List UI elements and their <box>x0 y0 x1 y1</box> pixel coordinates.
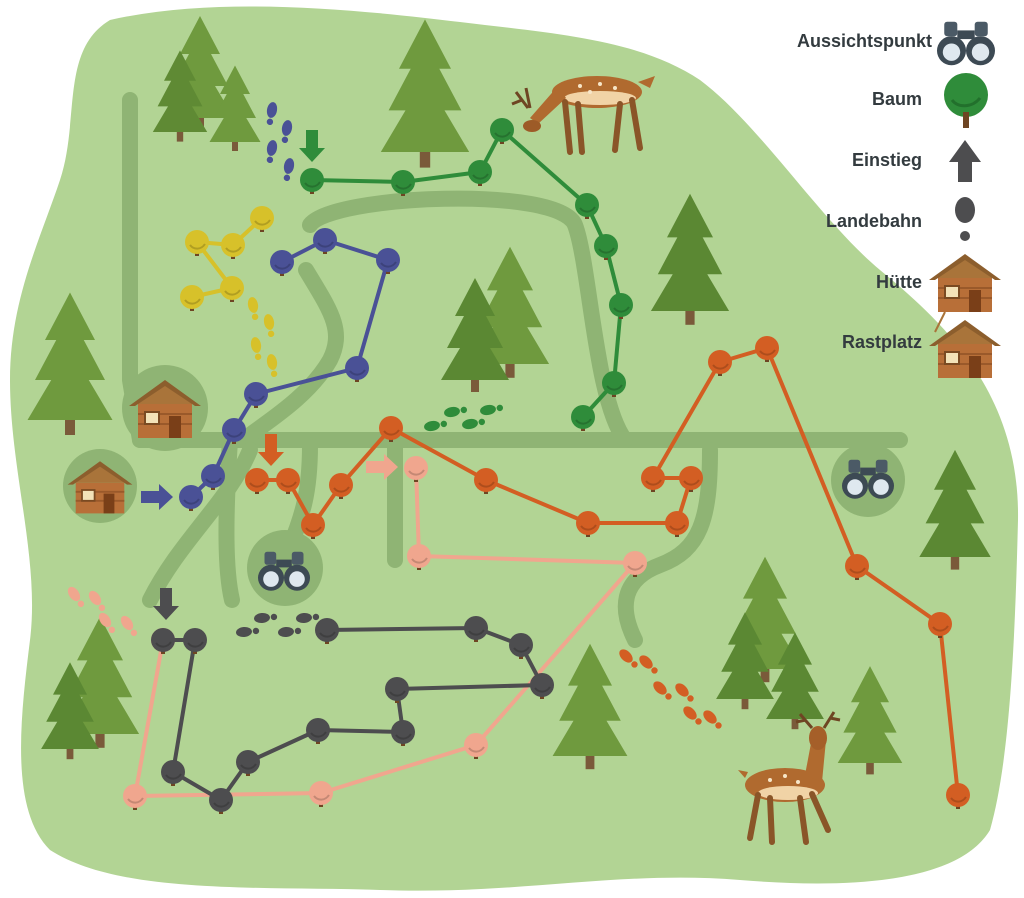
trail-blue[interactable] <box>179 228 400 511</box>
tree-node <box>679 466 703 492</box>
tree-node <box>183 628 207 654</box>
trail-yellow[interactable] <box>180 206 274 311</box>
binoculars-icon <box>937 21 995 66</box>
trails-layer <box>123 118 970 814</box>
legend-label-landing: Landebahn <box>825 211 922 231</box>
tree-node <box>594 234 618 260</box>
tree-node <box>509 633 533 659</box>
tree-node <box>315 618 339 644</box>
tree-node <box>391 720 415 746</box>
tree-node <box>345 356 369 382</box>
trail-orange[interactable] <box>245 336 970 809</box>
tree-node <box>329 473 353 499</box>
trail-green[interactable] <box>300 118 633 431</box>
tree-node <box>575 193 599 219</box>
tree-node <box>407 544 431 570</box>
tree-node <box>376 248 400 274</box>
legend-label-tree: Baum <box>871 89 922 109</box>
tree-node <box>379 416 403 442</box>
tree-node <box>623 551 647 577</box>
tree-node <box>464 616 488 642</box>
tree-node <box>665 511 689 537</box>
deer-standing <box>738 711 841 845</box>
tree-node <box>180 285 204 311</box>
legend-icons <box>928 21 1002 379</box>
legend-label-entry: Einstieg <box>851 150 922 170</box>
tree-node <box>151 628 175 654</box>
tree-node <box>201 464 225 490</box>
tree-node <box>161 760 185 786</box>
tree-node <box>468 160 492 186</box>
tree-node <box>464 733 488 759</box>
tree-node <box>245 468 269 494</box>
hut-icon <box>928 253 1002 313</box>
tree-node <box>490 118 514 144</box>
tree-node <box>270 250 294 276</box>
tree-node <box>946 783 970 809</box>
trail-gray[interactable] <box>151 616 554 814</box>
tree-node <box>250 206 274 232</box>
tree-node <box>385 677 409 703</box>
footprint-icon <box>955 197 975 241</box>
tree-node <box>530 673 554 699</box>
tree-node <box>404 456 428 482</box>
tree-node <box>306 718 330 744</box>
tree-node <box>641 466 665 492</box>
tree-node <box>309 781 333 807</box>
tree-node <box>313 228 337 254</box>
tree-node <box>123 784 147 810</box>
legend-link-line <box>934 311 946 333</box>
tree-node <box>276 468 300 494</box>
legend-label-viewpoint: Aussichtspunkt <box>796 31 932 51</box>
trail-salmon[interactable] <box>123 456 647 810</box>
tree-node <box>220 276 244 302</box>
tree-node <box>755 336 779 362</box>
tree-node <box>576 511 600 537</box>
tree-node <box>179 485 203 511</box>
tree-node <box>301 513 325 539</box>
tree-node <box>708 350 732 376</box>
legend-label-rest: Rastplatz <box>841 332 922 352</box>
tree-node <box>391 170 415 196</box>
legend-label-hut: Hütte <box>876 272 922 292</box>
tree-node <box>571 405 595 431</box>
paths <box>122 92 908 648</box>
tree-node <box>845 554 869 580</box>
tree-node <box>300 168 324 194</box>
tree-node <box>236 750 260 776</box>
tree-node <box>185 230 209 256</box>
deer-grazing <box>511 76 655 155</box>
tree-node <box>602 371 626 397</box>
tree-node <box>221 233 245 259</box>
tree-node <box>244 382 268 408</box>
tree-node <box>609 293 633 319</box>
tree-icon <box>944 73 988 128</box>
tree-node <box>222 418 246 444</box>
tree-node <box>209 788 233 814</box>
tree-node <box>474 468 498 494</box>
tree-node <box>928 612 952 638</box>
arrow-up-icon <box>949 140 981 182</box>
